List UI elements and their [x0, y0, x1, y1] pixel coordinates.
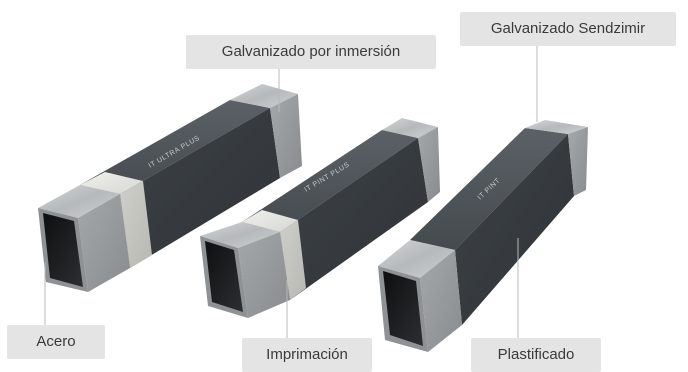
- label-plastificado: Plastificado: [471, 338, 601, 372]
- label-galvanizado-sendzimir: Galvanizado Sendzimir: [460, 12, 676, 46]
- post-pint-plus: IT PINT PLUS: [200, 118, 440, 318]
- label-imprimacion: Imprimación: [242, 338, 372, 372]
- post-pint: IT PINT: [378, 120, 588, 352]
- leader-lines: [44, 46, 538, 338]
- label-acero: Acero: [7, 325, 105, 359]
- label-galvanizado-inmersion: Galvanizado por inmersión: [186, 35, 436, 69]
- post-ultra-plus: IT ULTRA PLUS: [38, 84, 302, 292]
